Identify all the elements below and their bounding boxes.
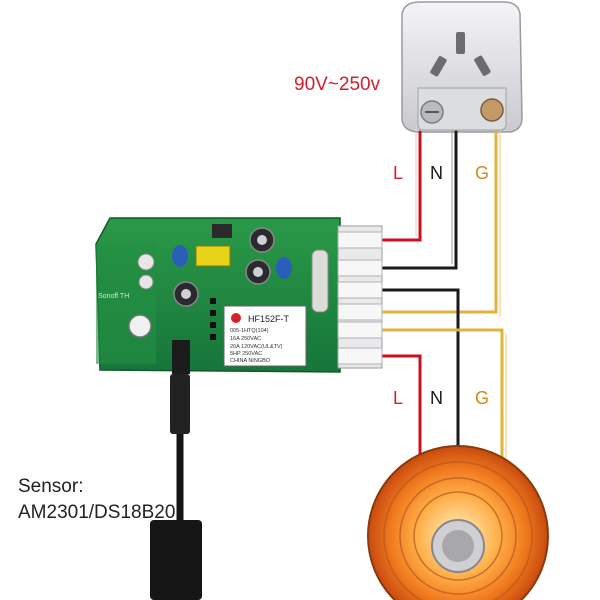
output-live-label: L — [393, 388, 403, 408]
relay-spec-2: 16A 250VAC — [230, 336, 261, 342]
input-wires — [376, 130, 501, 317]
sensor-module-icon — [150, 520, 202, 600]
plug-screw-right-icon — [480, 98, 504, 122]
ground-wire-out — [378, 328, 504, 472]
chip-icon — [212, 224, 232, 238]
relay-model: HF152F-T — [248, 314, 290, 324]
board-text: Sonoff TH — [98, 293, 129, 300]
neutral-wire-in — [376, 130, 458, 270]
led-icon — [138, 274, 154, 290]
plug-pin-left-icon — [430, 56, 447, 77]
sensor-title: Sensor: — [18, 476, 84, 497]
terminal-slot — [337, 347, 383, 365]
input-neutral-label: N — [430, 163, 443, 183]
terminal-block — [337, 225, 383, 369]
sensor-cable — [150, 374, 202, 600]
terminal-slot — [337, 321, 383, 339]
terminal-slot — [337, 259, 383, 277]
relay-logo-icon — [231, 313, 241, 323]
relay-spec-4: 5HP 250VAC — [230, 351, 262, 357]
relay-spec-1: 005-1HTQ(104) — [230, 328, 269, 334]
power-plug — [401, 1, 523, 133]
live-wire-in — [378, 130, 422, 242]
voltage-label: 90V~250v — [294, 74, 381, 95]
relay: HF152F-T 005-1HTQ(104) 16A 250VAC 20A 12… — [223, 305, 307, 367]
output-neutral-label: N — [430, 388, 443, 408]
inductor-icon — [195, 245, 231, 267]
varistor-icon — [276, 257, 292, 279]
capacitor-icon — [173, 281, 199, 307]
capacitor-icon — [245, 259, 271, 285]
terminal-slot — [337, 281, 383, 299]
reset-button-icon — [128, 314, 152, 338]
terminal-slot — [337, 231, 383, 249]
fuse-icon — [311, 249, 329, 313]
output-wires — [378, 288, 507, 472]
sensor-jack-icon — [172, 340, 190, 374]
sensor-plug-icon — [170, 374, 190, 434]
neutral-wire-out — [378, 288, 460, 464]
output-ground-label: G — [475, 388, 489, 408]
varistor-icon — [172, 245, 188, 267]
led-icon — [137, 253, 155, 271]
plug-pin-top-icon — [456, 32, 465, 54]
capacitor-icon — [249, 227, 275, 253]
relay-spec-5: CHINA NINGBO — [230, 358, 271, 364]
input-live-label: L — [393, 163, 403, 183]
live-wire-out — [378, 354, 422, 472]
relay-spec-3: 20A 120VAC(UL&TV) — [230, 344, 283, 350]
header-pins-icon — [210, 298, 216, 340]
plug-pin-right-icon — [474, 55, 491, 76]
heater — [367, 445, 549, 600]
ground-wire-in — [378, 130, 498, 314]
input-ground-label: G — [475, 163, 489, 183]
sonoff-board: Sonoff TH — [95, 217, 383, 374]
sensor-caption: Sensor: AM2301/DS18B20 — [18, 474, 175, 526]
sensor-model: AM2301/DS18B20 — [18, 502, 176, 523]
terminal-slot — [337, 303, 383, 321]
